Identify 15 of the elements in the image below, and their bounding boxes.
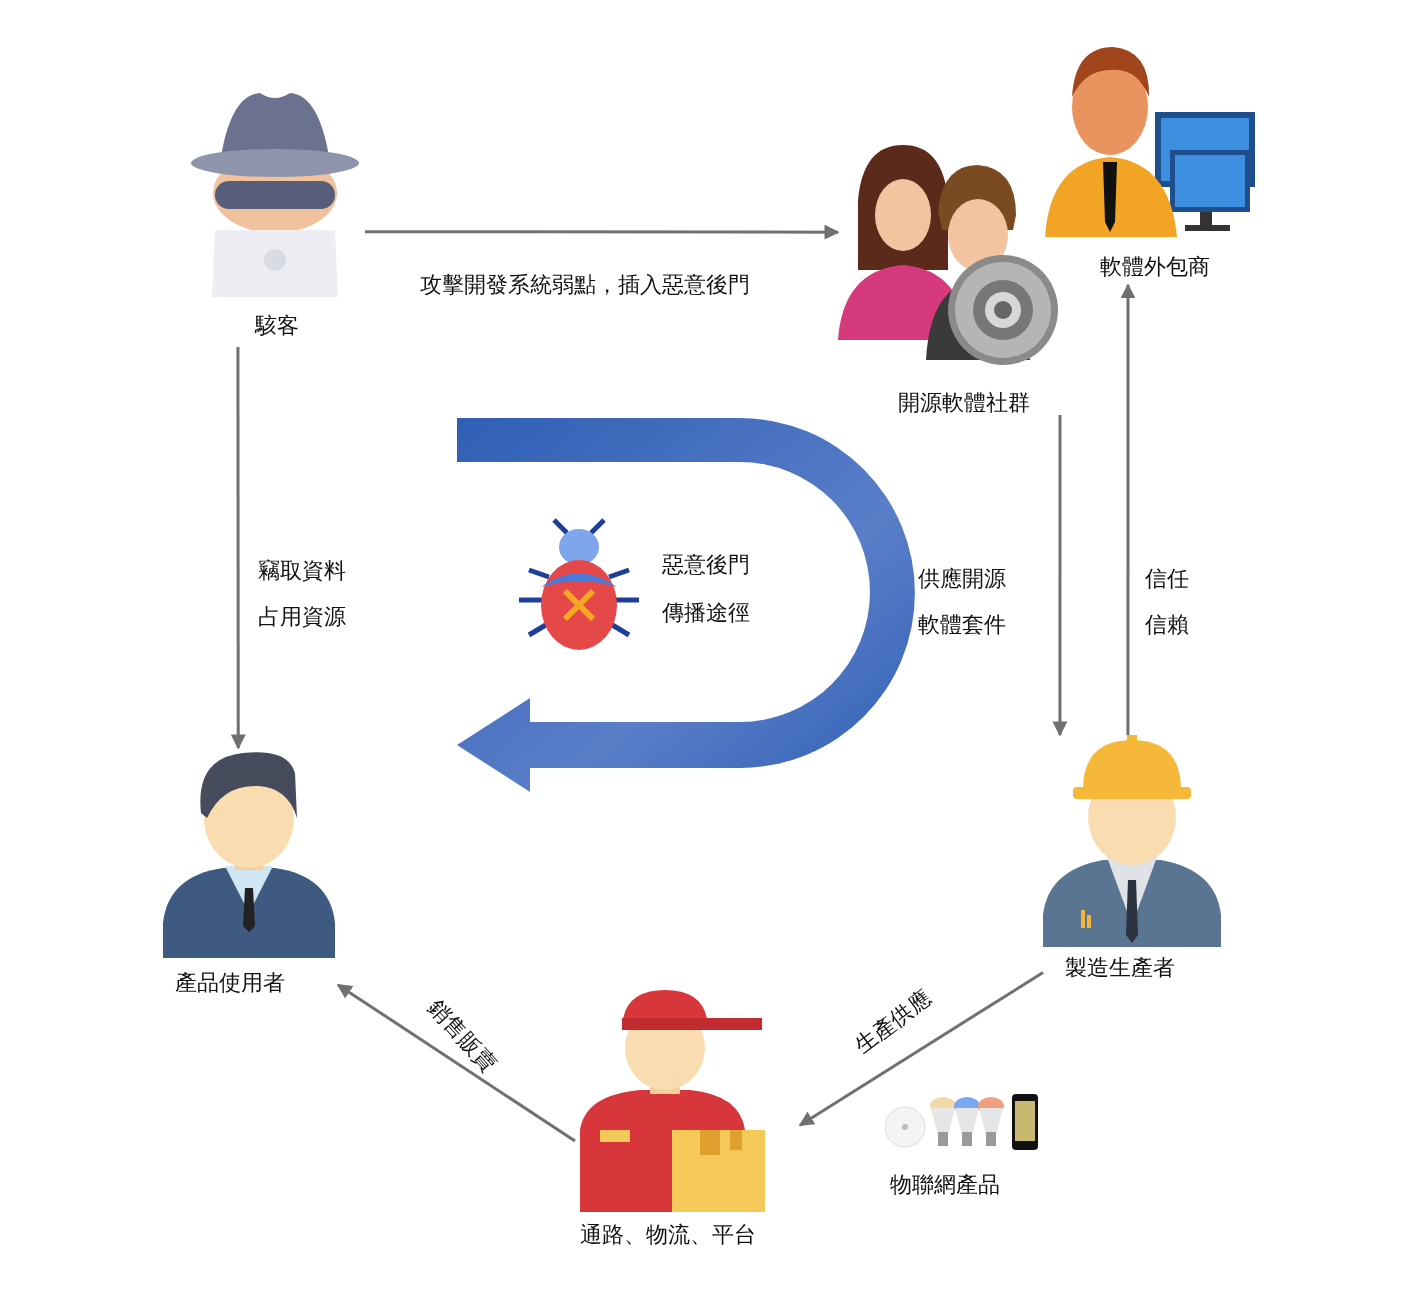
arrow: [230, 347, 246, 750]
node-label: 通路、物流、平台: [580, 1222, 756, 1248]
text-label: 惡意後門: [662, 552, 750, 578]
node-label: 開源軟體社群: [898, 390, 1030, 416]
node-label: 產品使用者: [175, 970, 285, 996]
arrow: [1120, 283, 1136, 735]
text-label: 傳播途徑: [662, 600, 750, 626]
arrow: [798, 971, 1044, 1127]
node-label: 駭客: [255, 313, 299, 339]
arrow: [365, 224, 840, 240]
node-label: 軟體外包商: [1100, 254, 1210, 280]
arrow: [1052, 415, 1068, 737]
node-label: 製造生產者: [1065, 955, 1175, 981]
arrow: [336, 983, 576, 1143]
node-label: 物聯網產品: [890, 1172, 1000, 1198]
